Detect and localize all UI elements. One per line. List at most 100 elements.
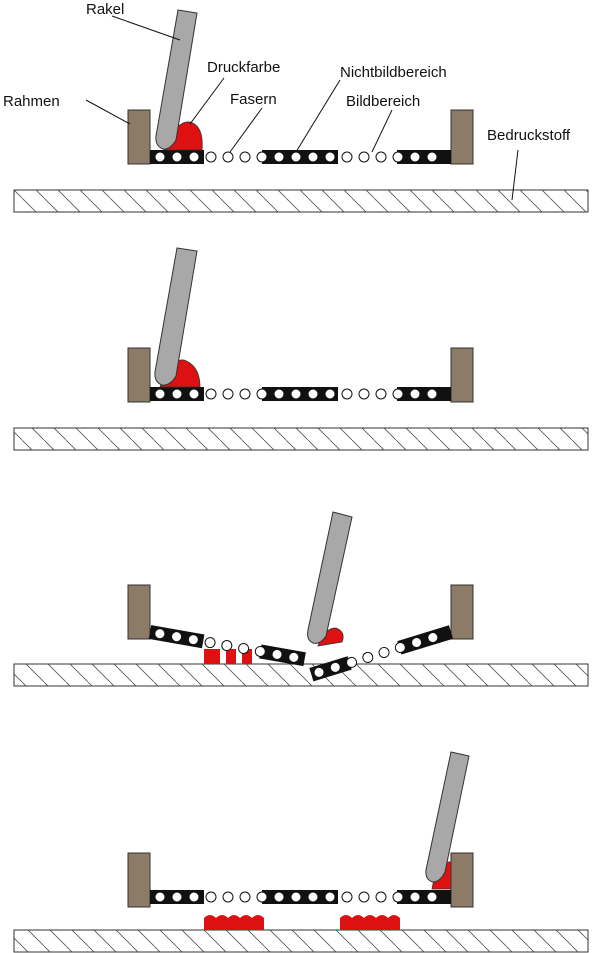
leader-bildbereich (371, 109, 393, 153)
mesh-row (150, 387, 451, 401)
squeegee-blade (155, 9, 198, 150)
fiber (426, 151, 438, 163)
fiber (222, 891, 234, 903)
fiber (409, 388, 421, 400)
fiber (271, 648, 283, 660)
label-bildbereich: Bildbereich (346, 93, 420, 110)
fiber (188, 151, 200, 163)
label-druckfarbe: Druckfarbe (207, 59, 280, 76)
fiber (290, 151, 302, 163)
fiber (171, 891, 183, 903)
squeegee-blade (307, 511, 353, 644)
non-image-area (397, 890, 451, 904)
fiber (205, 151, 217, 163)
fiber (346, 656, 358, 668)
fiber (375, 891, 387, 903)
label-rakel: Rakel (86, 1, 124, 18)
fiber (187, 634, 199, 646)
label-rahmen: Rahmen (3, 93, 60, 110)
fiber (273, 388, 285, 400)
fiber (307, 151, 319, 163)
fiber (426, 891, 438, 903)
fiber (392, 891, 404, 903)
fiber (238, 642, 250, 654)
fiber (411, 637, 423, 649)
fiber (358, 388, 370, 400)
non-image-area (397, 387, 451, 401)
substrate (13, 189, 589, 213)
fiber (256, 388, 268, 400)
squeegee-blade (154, 247, 198, 386)
substrate (13, 929, 589, 953)
fiber (329, 661, 341, 673)
fiber (358, 151, 370, 163)
ink-deposit (204, 649, 220, 664)
fiber (239, 891, 251, 903)
panel-3 (13, 511, 589, 687)
fiber (154, 388, 166, 400)
ink-deposit (340, 915, 400, 930)
fiber (188, 891, 200, 903)
fiber (290, 388, 302, 400)
fiber (171, 631, 183, 643)
fiber (426, 388, 438, 400)
fiber (205, 388, 217, 400)
frame-right (450, 584, 474, 640)
fiber (204, 637, 216, 649)
fiber (409, 151, 421, 163)
mesh-row (150, 890, 451, 904)
fiber (375, 151, 387, 163)
fiber (171, 388, 183, 400)
fiber (307, 388, 319, 400)
fiber (222, 151, 234, 163)
mesh-row-right (309, 625, 454, 682)
panel-2 (13, 247, 589, 451)
fiber (288, 651, 300, 663)
leader-rakel (111, 15, 181, 41)
panel-1: Rakel Druckfarbe Nichtbildbereich Rahmen… (3, 1, 589, 213)
fiber (392, 388, 404, 400)
fiber (221, 640, 233, 652)
leader-bedruckstoff (511, 149, 519, 201)
fiber (254, 645, 266, 657)
fiber (341, 151, 353, 163)
fiber (341, 388, 353, 400)
fiber (324, 891, 336, 903)
fiber (341, 891, 353, 903)
mesh-row (150, 150, 451, 164)
frame-right (450, 347, 474, 403)
squeegee-blade (425, 751, 470, 883)
mesh-row-left (148, 625, 306, 667)
fiber (256, 891, 268, 903)
leader-rahmen (85, 99, 131, 125)
non-image-area (397, 625, 454, 655)
fiber (154, 151, 166, 163)
ink-deposit (204, 915, 264, 930)
fiber (313, 666, 325, 678)
fiber (324, 151, 336, 163)
leader-druckfarbe (189, 77, 225, 125)
label-fasern: Fasern (230, 91, 277, 108)
ink-deposit (226, 649, 236, 664)
label-nichtbildbereich: Nichtbildbereich (340, 64, 447, 81)
fiber (394, 641, 406, 653)
frame-left (127, 347, 151, 403)
fiber (375, 388, 387, 400)
fiber (239, 388, 251, 400)
fiber (154, 628, 166, 640)
fiber (362, 651, 374, 663)
substrate (13, 427, 589, 451)
fiber (205, 891, 217, 903)
fiber (392, 151, 404, 163)
ink-deposit (242, 649, 252, 664)
fiber (171, 151, 183, 163)
frame-left (127, 584, 151, 640)
frame-right (450, 109, 474, 165)
fiber (378, 646, 390, 658)
fiber (273, 151, 285, 163)
non-image-area (397, 150, 451, 164)
fiber (273, 891, 285, 903)
panel-4 (13, 751, 589, 953)
fiber (307, 891, 319, 903)
